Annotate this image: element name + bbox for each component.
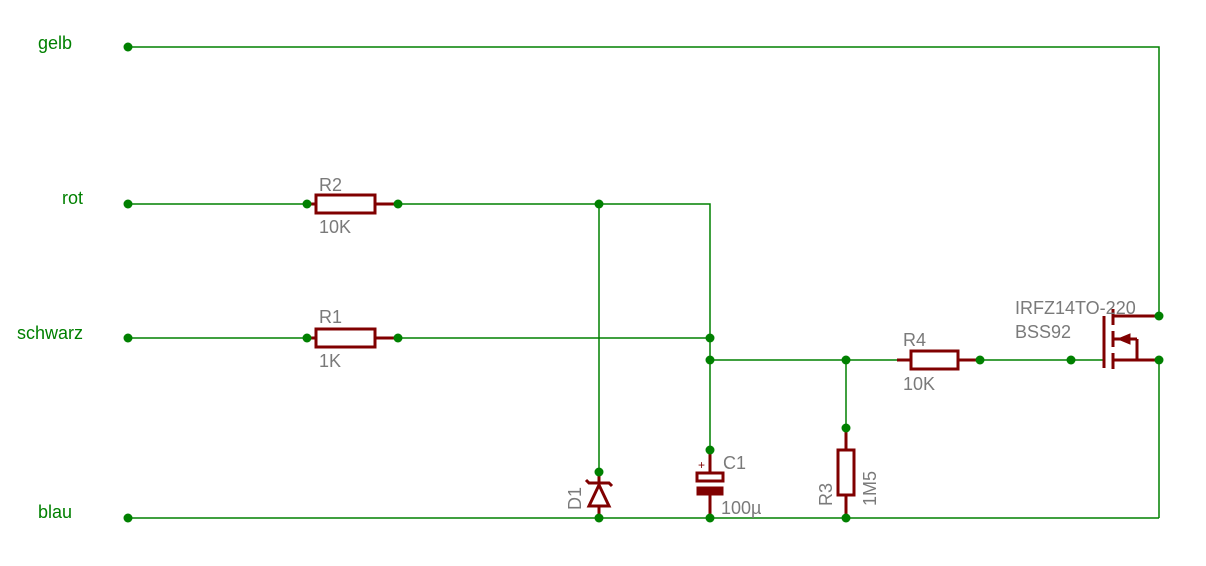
r2-name: R2 xyxy=(319,175,342,195)
net-label-gelb: gelb xyxy=(38,33,72,53)
junctions xyxy=(123,42,1164,523)
junction-dot xyxy=(594,467,604,477)
junction-dot xyxy=(705,445,715,455)
junction-dot xyxy=(123,199,133,209)
junction-dot xyxy=(705,513,715,523)
c1-name: C1 xyxy=(723,453,746,473)
wires xyxy=(128,46,1160,519)
r4-value: 10K xyxy=(903,374,935,394)
junction-dot xyxy=(393,333,403,343)
junction-dot xyxy=(705,355,715,365)
junction-dot xyxy=(841,513,851,523)
junction-dot xyxy=(123,42,133,52)
net-label-schwarz: schwarz xyxy=(17,323,83,343)
d1-name: D1 xyxy=(565,487,585,510)
junction-dot xyxy=(841,355,851,365)
r1-value: 1K xyxy=(319,351,341,371)
junction-dot xyxy=(302,333,312,343)
resistor-r4 xyxy=(897,349,980,371)
wire-gelb xyxy=(128,46,1160,316)
junction-dot xyxy=(975,355,985,365)
r1-name: R1 xyxy=(319,307,342,327)
r2-value: 10K xyxy=(319,217,351,237)
resistor-r1 xyxy=(307,327,398,349)
resistor-r2 xyxy=(307,193,398,215)
c1-polarity: + xyxy=(698,458,705,472)
q1-value: BSS92 xyxy=(1015,322,1071,342)
wire-rot-right xyxy=(398,203,711,338)
junction-dot xyxy=(393,199,403,209)
resistor-r3 xyxy=(836,428,856,518)
junction-dot xyxy=(123,513,133,523)
q1-name: IRFZ14TO-220 xyxy=(1015,298,1136,318)
c1-value: 100µ xyxy=(721,498,761,518)
zener-diode-d1 xyxy=(584,472,614,518)
junction-dot xyxy=(1154,355,1164,365)
junction-dot xyxy=(594,513,604,523)
junction-dot xyxy=(841,423,851,433)
r3-value: 1M5 xyxy=(860,471,880,506)
net-label-blau: blau xyxy=(38,502,72,522)
junction-dot xyxy=(1066,355,1076,365)
junction-dot xyxy=(123,333,133,343)
junction-dot xyxy=(1154,311,1164,321)
net-label-rot: rot xyxy=(62,188,83,208)
junction-dot xyxy=(594,199,604,209)
r3-name: R3 xyxy=(816,483,836,506)
junction-dot xyxy=(302,199,312,209)
junction-dot xyxy=(705,333,715,343)
mosfet-q1 xyxy=(1102,309,1159,369)
r4-name: R4 xyxy=(903,330,926,350)
